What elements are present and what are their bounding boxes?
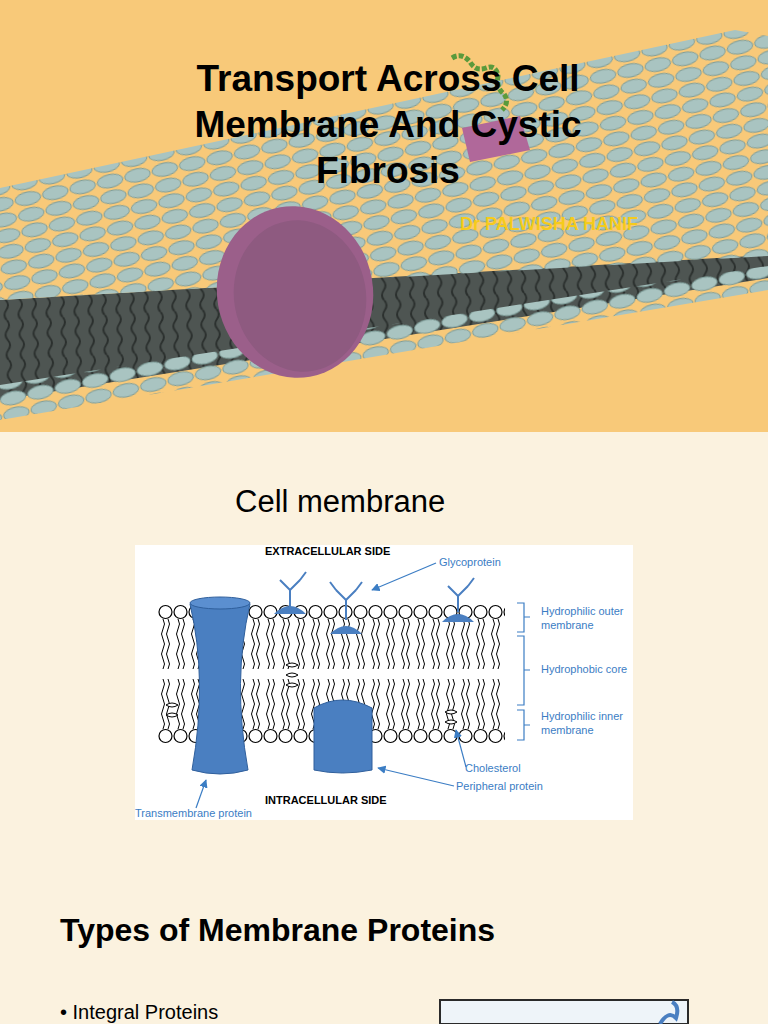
- side-label: INTRACELLULAR SIDE: [265, 794, 465, 807]
- protein-top: [190, 597, 250, 609]
- side-label: EXTRACELLULAR SIDE: [265, 545, 465, 558]
- leader-line: [378, 768, 454, 786]
- glycoprotein-branches: [280, 572, 474, 620]
- part-label: Peripheral protein: [456, 780, 566, 793]
- glycan-branch: [280, 572, 306, 608]
- slide-title: Transport Across Cell Membrane And Cysti…: [148, 56, 628, 194]
- surface-protein: [274, 606, 474, 634]
- author-name: Dr PALWISHA HANIF: [460, 213, 700, 235]
- bracket: [517, 710, 530, 740]
- leader-line: [372, 563, 436, 590]
- layer-label: Hydrophilic outer membrane: [541, 604, 636, 632]
- leader-line: [456, 730, 466, 767]
- channel-protein-face: [222, 210, 378, 383]
- layer-label: Hydrophobic core: [541, 662, 641, 676]
- membrane-illustration: [0, 30, 768, 420]
- glycan-branch: [448, 578, 474, 612]
- protein-shape: [660, 1002, 677, 1024]
- channel-protein: [203, 194, 386, 390]
- protein-picture: [440, 1000, 688, 1024]
- cholesterol-symbol: [445, 710, 457, 724]
- upper-lipid-heads: [0, 30, 768, 300]
- bracket: [517, 636, 530, 705]
- slide-heading: Cell membrane: [235, 484, 555, 520]
- peripheral-protein: [314, 700, 372, 773]
- title-background: [0, 0, 768, 432]
- bracket: [517, 603, 530, 632]
- cholesterol-symbol: [286, 663, 298, 687]
- section-heading: Types of Membrane Proteins: [60, 911, 660, 949]
- cholesterol-symbol: [166, 703, 178, 717]
- part-label: Cholesterol: [465, 762, 555, 775]
- diagram-panel: [135, 545, 633, 820]
- transmembrane-protein: [190, 600, 250, 774]
- leader-line: [196, 780, 206, 808]
- part-label: Transmembrane protein: [135, 807, 295, 820]
- bullet-item: • Integral Proteins: [60, 1000, 420, 1024]
- layer-label: Hydrophilic inner membrane: [541, 709, 636, 737]
- glycan-branch: [330, 582, 362, 620]
- part-label: Glycoprotein: [439, 556, 539, 569]
